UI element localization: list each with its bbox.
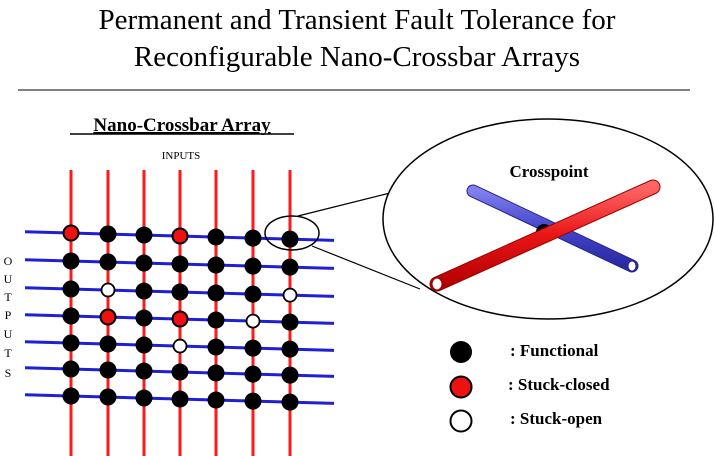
legend-stuck-open-label: : Stuck-open (510, 409, 603, 428)
crosspoint-functional (244, 339, 262, 357)
crosspoint-functional (207, 284, 225, 302)
title-line-1: Permanent and Transient Fault Tolerance … (99, 4, 616, 36)
outputs-letter: S (5, 366, 12, 380)
legend-stuck-closed-label: : Stuck-closed (508, 375, 610, 394)
crosspoint-functional (281, 393, 299, 411)
crosspoint-functional (135, 336, 153, 354)
crosspoints (62, 224, 299, 411)
crosspoint-label: Crosspoint (509, 162, 588, 181)
crosspoint-functional (135, 309, 153, 327)
crosspoint-stuck-open (100, 282, 116, 298)
legend: : Functional : Stuck-closed : Stuck-open (449, 341, 610, 433)
crosspoint-functional (171, 363, 189, 381)
crosspoint-functional (207, 391, 225, 409)
crosspoint-stuck-closed (62, 224, 80, 242)
crosspoint-functional (62, 387, 80, 405)
outputs-letter: P (5, 308, 12, 322)
crosspoint-functional (99, 388, 117, 406)
crosspoint-functional (135, 254, 153, 272)
legend-functional-label: : Functional (510, 341, 599, 360)
crosspoint-functional (135, 362, 153, 380)
crosspoint-functional (62, 280, 80, 298)
legend-stuck-closed-marker (449, 375, 473, 399)
legend-functional-marker (450, 341, 472, 363)
crosspoint-functional (244, 285, 262, 303)
crosspoint-functional (207, 228, 225, 246)
crosspoint-functional (99, 361, 117, 379)
crosspoint-functional (62, 334, 80, 352)
outputs-letter: T (4, 346, 12, 360)
outputs-label: O U T P U T S (4, 254, 13, 380)
crosspoint-functional (171, 390, 189, 408)
crosspoint-functional (281, 258, 299, 276)
crosspoint-stuck-open (245, 313, 261, 329)
crosspoint-stuck-closed (171, 227, 189, 245)
outputs-letter: U (4, 272, 13, 286)
crosspoint-functional (207, 256, 225, 274)
crosspoint-functional (135, 282, 153, 300)
outputs-letter: T (4, 290, 12, 304)
crosspoint-functional (207, 338, 225, 356)
outputs-letter: U (4, 327, 13, 341)
crosspoint-functional (281, 313, 299, 331)
crosspoint-functional (99, 335, 117, 353)
crosspoint-stuck-closed (171, 310, 189, 328)
crosspoint-functional (62, 252, 80, 270)
crosspoint-functional (99, 253, 117, 271)
crosspoint-functional (281, 230, 299, 248)
crosspoint-functional (135, 389, 153, 407)
zoom-connector-bottom (311, 245, 421, 290)
inputs-label: INPUTS (162, 150, 201, 162)
crosspoint-functional (281, 340, 299, 358)
crosspoint-functional (171, 255, 189, 273)
array-heading: Nano-Crossbar Array (93, 115, 271, 136)
zoom-connector-top (297, 192, 391, 217)
crosspoint-highlight (264, 215, 320, 251)
crosspoint-stuck-open (282, 287, 298, 303)
crosspoint-functional (207, 311, 225, 329)
crosspoint-functional (62, 360, 80, 378)
crosspoint-functional (171, 283, 189, 301)
crosspoint-functional (244, 365, 262, 383)
crosspoint-stuck-open (172, 338, 188, 354)
crosspoint-functional (244, 257, 262, 275)
legend-stuck-open-marker (449, 409, 473, 433)
crosspoint-functional (281, 366, 299, 384)
crosspoint-functional (99, 225, 117, 243)
outputs-letter: O (4, 254, 13, 268)
crosspoint-stuck-closed (99, 308, 117, 326)
crosspoint-functional (62, 307, 80, 325)
crosspoint-functional (207, 364, 225, 382)
crosspoint-functional (135, 226, 153, 244)
crosspoint-functional (244, 392, 262, 410)
zoom-red-wire (429, 179, 661, 292)
title-line-2: Reconfigurable Nano-Crossbar Arrays (134, 41, 580, 73)
crosspoint-functional (244, 229, 262, 247)
